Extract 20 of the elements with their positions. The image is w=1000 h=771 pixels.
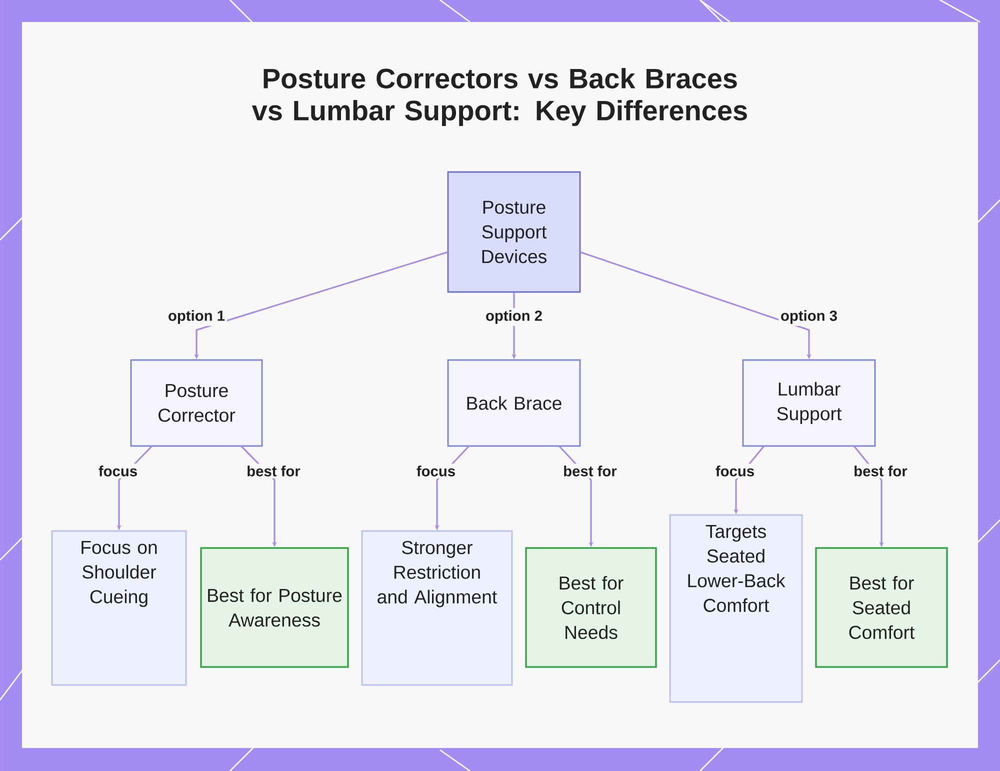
feature-box: Targets Seated Lower-Back Comfort	[669, 514, 803, 703]
edge-label: best for	[561, 464, 619, 478]
edge-label: option 1	[166, 308, 228, 326]
category-box: Posture Corrector	[130, 359, 263, 447]
edge-label: best for	[244, 464, 302, 478]
edge-label: focus	[414, 464, 458, 478]
use-case-box: Best for Seated Comfort	[815, 547, 948, 668]
feature-box: Stronger Restriction and Alignment	[361, 530, 513, 686]
root-box: Posture Support Devices	[447, 171, 581, 293]
edge-label: focus	[96, 464, 140, 478]
edge-label: option 2	[484, 308, 545, 326]
edge-label: option 3	[778, 308, 840, 326]
feature-box: Focus on Shoulder Cueing	[51, 530, 187, 686]
edge-label: best for	[852, 464, 910, 478]
category-box: Back Brace	[447, 359, 581, 447]
title: Posture Correctors vs Back Braces vs Lumbar Support: Key Differences	[252, 68, 747, 126]
category-box: Lumbar Support	[742, 359, 876, 447]
use-case-box: Best for Control Needs	[525, 547, 657, 668]
use-case-box: Best for Posture Awareness	[200, 547, 349, 668]
edge-label: focus	[713, 464, 757, 478]
